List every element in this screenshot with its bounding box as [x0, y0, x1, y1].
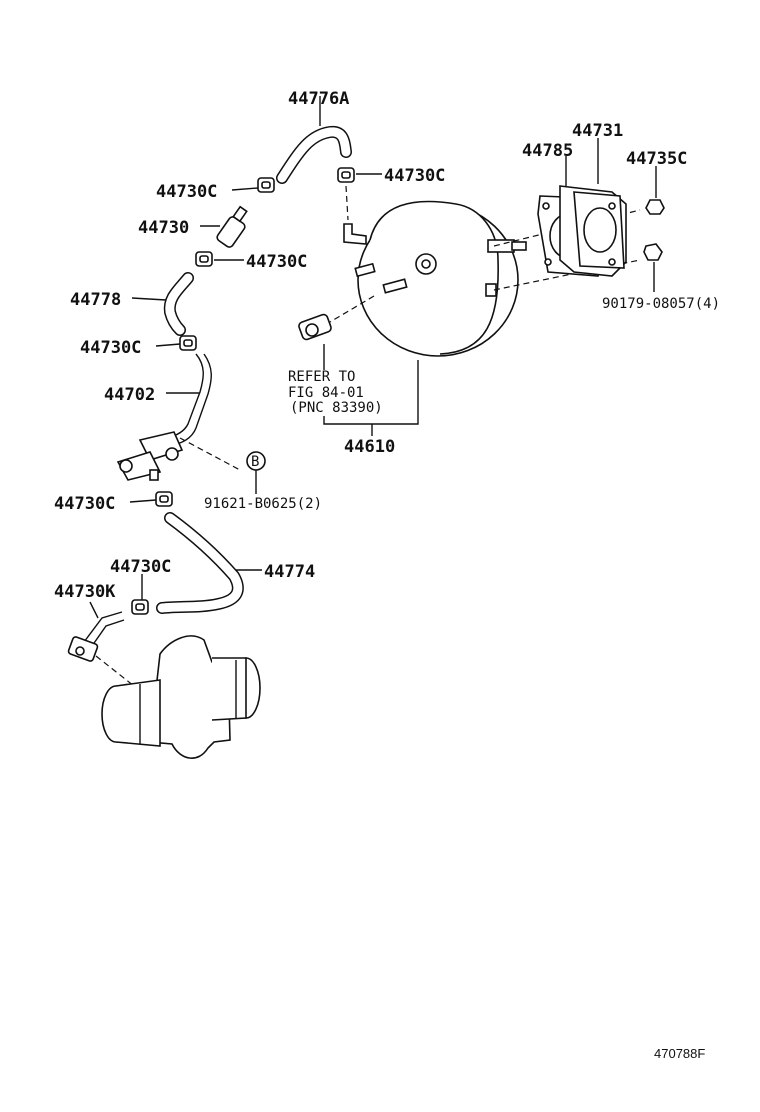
label-44610: 44610: [344, 437, 395, 457]
label-44730c-booster: 44730C: [384, 166, 445, 186]
label-44730c-bottom: 44730C: [54, 494, 115, 514]
refer-line1: REFER TO: [288, 369, 355, 385]
label-44730c-lower: 44730C: [80, 338, 141, 358]
brake-booster-44610: [329, 200, 641, 357]
refer-line3: (PNC 83390): [290, 400, 383, 416]
intake-manifold-part: [95, 635, 261, 759]
label-44778: 44778: [70, 290, 121, 310]
label-90179-08057: 90179-08057(4): [602, 296, 720, 312]
hose-44774: [156, 512, 244, 614]
spacer-44731: [559, 185, 627, 277]
label-44730c-mid: 44730C: [246, 252, 307, 272]
label-44730: 44730: [138, 218, 189, 238]
nut-90179: [643, 243, 663, 261]
union-44730k: [67, 611, 125, 662]
clamp-44730c-booster: [337, 167, 367, 245]
label-44730c-bottom2: 44730C: [110, 557, 171, 577]
clamp-44730c-bottom: [155, 491, 173, 507]
diagram-code: 470788F: [654, 1046, 705, 1061]
vacuum-connector: [298, 313, 332, 341]
clamp-44730c-mid: [195, 251, 213, 267]
clamp-44730c-bottom2: [131, 599, 149, 615]
refer-line2: FIG 84-01: [288, 385, 364, 401]
label-44776a: 44776A: [288, 89, 349, 109]
clamp-44730c-lower: [179, 335, 197, 351]
label-44785: 44785: [522, 141, 573, 161]
label-44774: 44774: [264, 562, 315, 582]
ref-marker-b: B: [251, 454, 259, 470]
label-44730k: 44730K: [54, 582, 116, 602]
check-valve-44730: [216, 205, 248, 248]
hose-44776a: [276, 125, 352, 184]
label-44702: 44702: [104, 385, 155, 405]
label-91621-b0625: 91621-B0625(2): [204, 496, 322, 512]
label-44735c: 44735C: [626, 149, 687, 169]
pipe-44702: [116, 353, 212, 481]
hose-44778: [163, 272, 194, 336]
label-44731: 44731: [572, 121, 623, 141]
label-44730c-upper: 44730C: [156, 182, 217, 202]
clamp-44730c-upper: [257, 177, 275, 193]
nut-44735c: [645, 199, 665, 215]
